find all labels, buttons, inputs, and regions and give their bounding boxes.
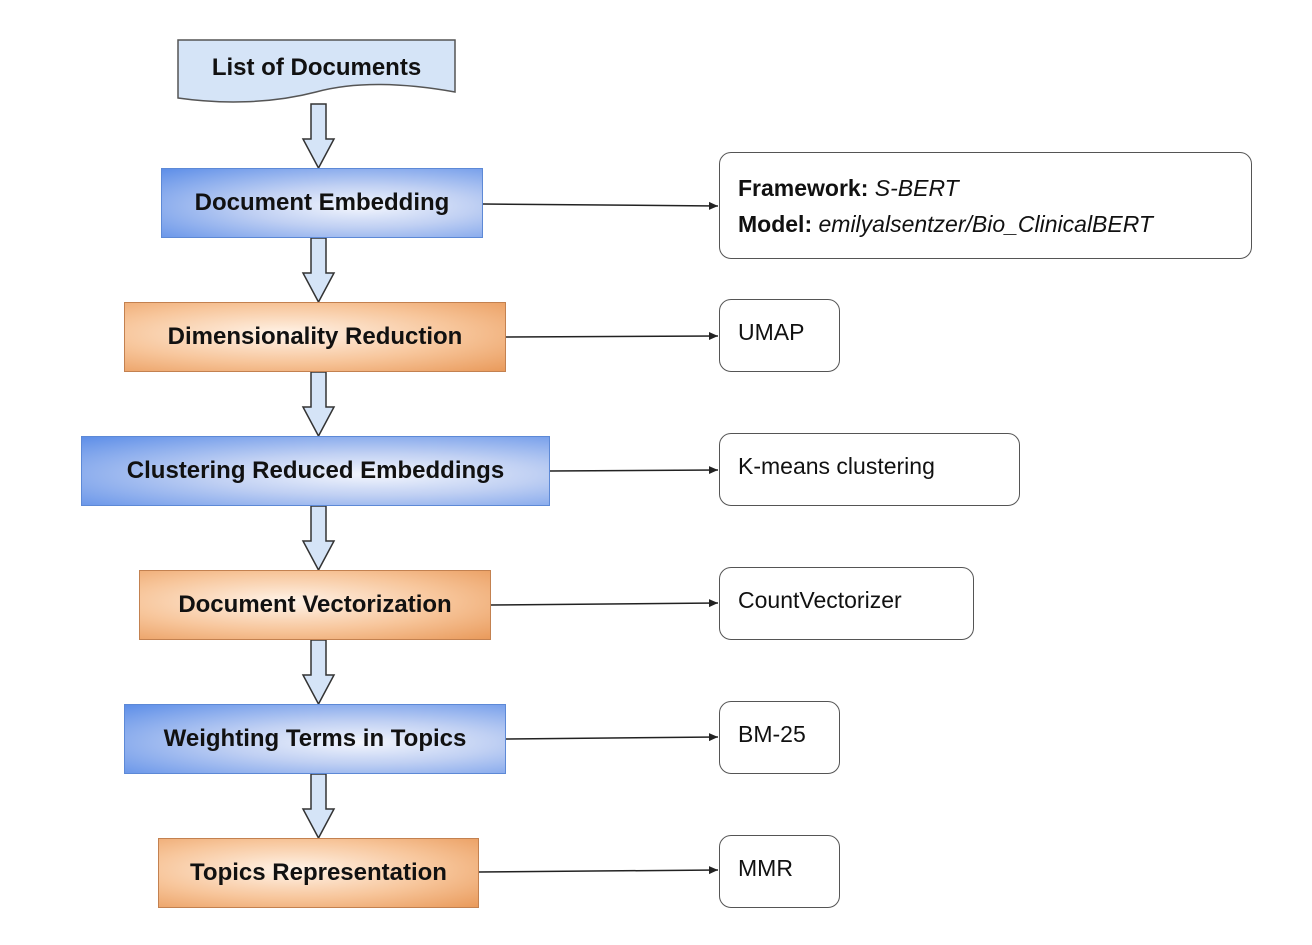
detail-weighting-box: BM-25 (719, 701, 840, 774)
framework-key: Framework: (738, 174, 869, 201)
step-dimensionality-reduction: Dimensionality Reduction (124, 302, 506, 372)
connector-arrow (505, 733, 719, 742)
step-weighting-terms-in-topics: Weighting Terms in Topics (124, 704, 506, 774)
framework-line: Framework: S-BERT (738, 170, 1251, 206)
step-document-vectorization: Document Vectorization (139, 570, 491, 640)
down-arrow (301, 639, 336, 706)
model-line: Model: emilyalsentzer/Bio_ClinicalBERT (738, 206, 1251, 242)
connector-arrow (505, 332, 719, 341)
connector-arrow (482, 201, 719, 210)
connector-arrow (490, 599, 719, 608)
step-topics-representation: Topics Representation (158, 838, 479, 908)
model-key: Model: (738, 210, 813, 237)
connector-arrow (549, 466, 719, 475)
down-arrow (301, 773, 336, 840)
down-arrow (301, 237, 336, 304)
detail-reduction-box: UMAP (719, 299, 840, 372)
step-clustering-reduced-embeddings: Clustering Reduced Embeddings (81, 436, 550, 506)
down-arrow (301, 505, 336, 572)
detail-representation-box: MMR (719, 835, 840, 908)
down-arrow (301, 103, 336, 170)
detail-clustering-box: K-means clustering (719, 433, 1020, 506)
connector-arrow (478, 866, 719, 875)
model-value: emilyalsentzer/Bio_ClinicalBERT (818, 210, 1153, 237)
document-shape (177, 39, 456, 103)
down-arrow (301, 371, 336, 438)
step-document-embedding: Document Embedding (161, 168, 483, 238)
detail-vectorization-box: CountVectorizer (719, 567, 974, 640)
source-document-label: List of Documents (211, 54, 422, 81)
framework-value: S-BERT (874, 174, 959, 201)
detail-embedding-box: Framework: S-BERT Model: emilyalsentzer/… (719, 152, 1252, 259)
